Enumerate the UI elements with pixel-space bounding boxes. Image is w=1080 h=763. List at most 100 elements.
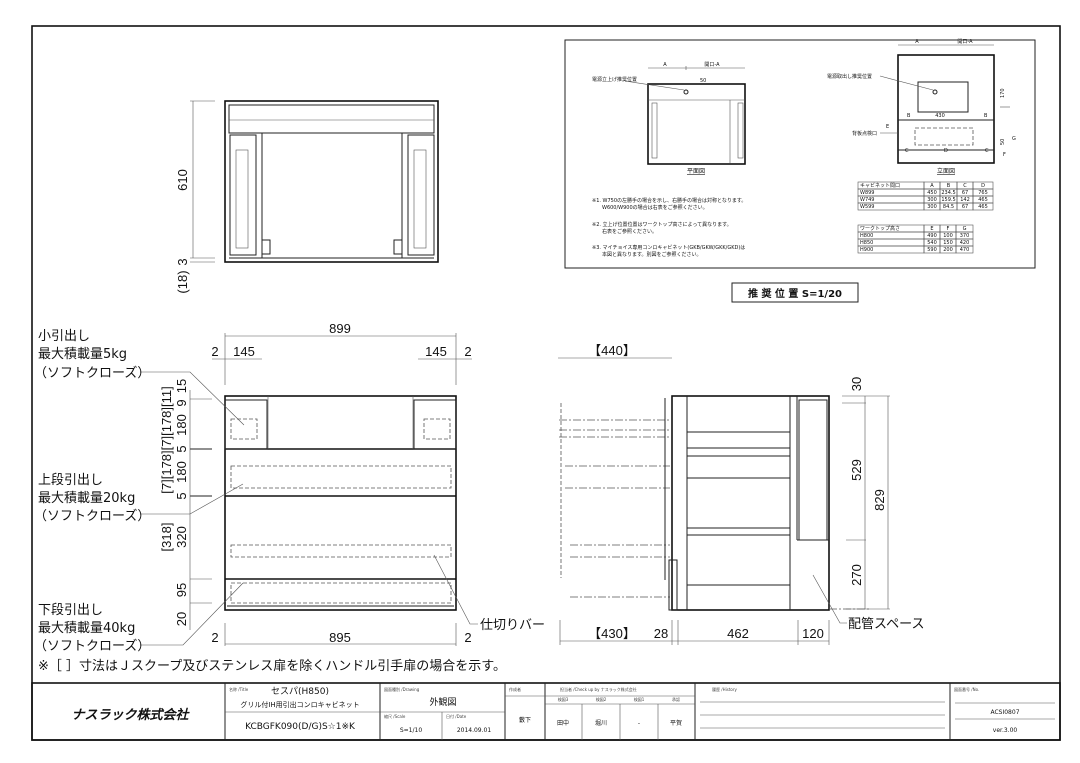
table-cell: 370 (960, 233, 970, 239)
svg-text:F: F (1003, 152, 1006, 158)
svg-text:D: D (944, 148, 948, 154)
dim-3: 3 (175, 258, 190, 265)
table-cell-border (972, 202, 994, 211)
svg-text:180: 180 (174, 461, 189, 483)
svg-text:担当者 /Check up by ナスラック株式会社: 担当者 /Check up by ナスラック株式会社 (560, 686, 637, 692)
svg-text:-: - (638, 720, 640, 727)
svg-text:[318]: [318] (159, 523, 174, 552)
svg-text:開口-A: 開口-A (957, 39, 973, 45)
table-cell: H850 (860, 240, 873, 246)
svg-text:藪下: 藪下 (519, 716, 531, 724)
table-header: キャビネット間口 (860, 182, 900, 189)
elev-title: 立面図 (937, 167, 955, 175)
table-cell-border (955, 245, 974, 254)
svg-text:430: 430 (935, 113, 945, 119)
table-cell: W899 (860, 190, 875, 196)
svg-text:外観図: 外観図 (429, 696, 456, 708)
svg-text:最大積載量20kg: 最大積載量20kg (38, 491, 135, 506)
svg-text:C: C (905, 148, 909, 154)
table-header: ワークトップ高さ (860, 225, 900, 232)
table-cell: W599 (860, 204, 875, 210)
svg-text:170: 170 (1000, 88, 1006, 98)
svg-text:（ソフトクローズ）: （ソフトクローズ） (34, 638, 150, 654)
table-header: D (981, 183, 985, 189)
svg-text:462: 462 (727, 626, 749, 641)
table-cell: 465 (978, 204, 988, 210)
svg-text:セスパ(H850): セスパ(H850) (271, 686, 329, 697)
table-header: C (963, 183, 967, 189)
svg-text:2014.09.01: 2014.09.01 (457, 727, 492, 734)
svg-text:図面番号 /No.: 図面番号 /No. (954, 686, 979, 692)
svg-text:270: 270 (849, 564, 864, 586)
svg-text:2: 2 (464, 630, 471, 645)
table-cell: 67 (962, 204, 968, 210)
side-view: 【440】 【430】 28 462 120 30 529 829 270 (558, 343, 890, 645)
plan-title: 平面図 (687, 168, 705, 175)
svg-text:5: 5 (174, 492, 189, 499)
table-cell: 765 (978, 190, 988, 196)
svg-text:※1. W750の左勝手の場合を示し、右勝手の場合は対称とな: ※1. W750の左勝手の場合を示し、右勝手の場合は対称となります。 (592, 197, 746, 204)
svg-text:2: 2 (211, 630, 218, 645)
table-header: A (930, 183, 934, 189)
svg-text:895: 895 (329, 630, 351, 645)
recommended-position-inset: A 開口-A 50 電源立上げ推奨位置 平面図 A 開口-A 430 B B C… (564, 39, 1036, 269)
svg-text:A: A (663, 62, 667, 68)
svg-text:30: 30 (849, 377, 864, 391)
elev-callout: 電源取出し推奨位置 (827, 73, 872, 80)
svg-text:28: 28 (654, 626, 668, 641)
svg-text:（ソフトクローズ）: （ソフトクローズ） (34, 508, 150, 524)
svg-text:KCBGFK090(D/G)S☆1※K: KCBGFK090(D/G)S☆1※K (245, 722, 356, 732)
table-cell: 200 (943, 247, 953, 253)
inset-notes: ※1. W750の左勝手の場合を示し、右勝手の場合は対称となります。 W600/… (592, 197, 746, 258)
svg-text:G: G (1012, 136, 1016, 142)
table-header: G (963, 226, 967, 232)
caption-box (731, 282, 859, 303)
svg-text:50: 50 (1000, 139, 1006, 145)
table-cell: 465 (978, 197, 988, 203)
svg-text:180: 180 (174, 414, 189, 436)
svg-text:作成者: 作成者 (509, 686, 521, 692)
table-cell: 142 (960, 197, 970, 203)
svg-text:W600/W900の場合は右表をご参照ください。: W600/W900の場合は右表をご参照ください。 (602, 204, 708, 211)
table-cell: 84.5 (943, 204, 954, 210)
svg-text:上段引出し: 上段引出し (38, 473, 103, 488)
svg-text:E: E (886, 124, 889, 130)
svg-text:9: 9 (174, 399, 189, 406)
table-cell: H800 (860, 233, 873, 239)
table-cell: 300 (927, 197, 937, 203)
svg-text:小引出し: 小引出し (38, 329, 90, 344)
back-callout: 背板点検口 (852, 130, 877, 137)
svg-text:最大積載量40kg: 最大積載量40kg (38, 621, 135, 636)
table-cell: 159.5 (941, 197, 955, 203)
plan-callout: 電源立上げ推奨位置 (592, 76, 637, 83)
svg-text:S=1/10: S=1/10 (400, 727, 422, 734)
dim-610: 610 (175, 169, 190, 191)
table-cell: 150 (943, 240, 953, 246)
front-view: 899 2 145 145 2 15 9 180 5 180 5 320 95 … (140, 321, 478, 646)
svg-text:縮尺 /Scale: 縮尺 /Scale (384, 713, 406, 719)
svg-text:本図と異なります。別図をご参照ください。: 本図と異なります。別図をご参照ください。 (602, 251, 702, 258)
svg-text:120: 120 (802, 626, 824, 641)
table-cell: 490 (927, 233, 937, 239)
table-cell: 67 (962, 190, 968, 196)
company-logo: ナスラック株式会社 (71, 707, 190, 723)
table-cell: 300 (927, 204, 937, 210)
svg-text:検図1: 検図1 (634, 696, 645, 702)
svg-text:B: B (907, 113, 911, 119)
svg-text:右表をご参照ください。: 右表をご参照ください。 (602, 228, 657, 235)
svg-text:堀川: 堀川 (595, 719, 607, 727)
svg-text:A: A (915, 39, 919, 45)
svg-text:平賀: 平賀 (670, 719, 682, 727)
svg-text:829: 829 (872, 489, 887, 511)
piping-space-label: 配管スペース (848, 617, 924, 632)
table-cell: W749 (860, 197, 875, 203)
table-header: F (947, 226, 950, 232)
version: ver.3.00 (993, 727, 1018, 734)
svg-text:最大積載量5kg: 最大積載量5kg (38, 347, 127, 362)
title-block: ナスラック株式会社 名称 /Title セスパ(H850) グリル付IH用引出コ… (31, 682, 1061, 741)
svg-text:145: 145 (425, 344, 447, 359)
svg-text:B: B (984, 113, 988, 119)
svg-text:C: C (985, 148, 989, 154)
